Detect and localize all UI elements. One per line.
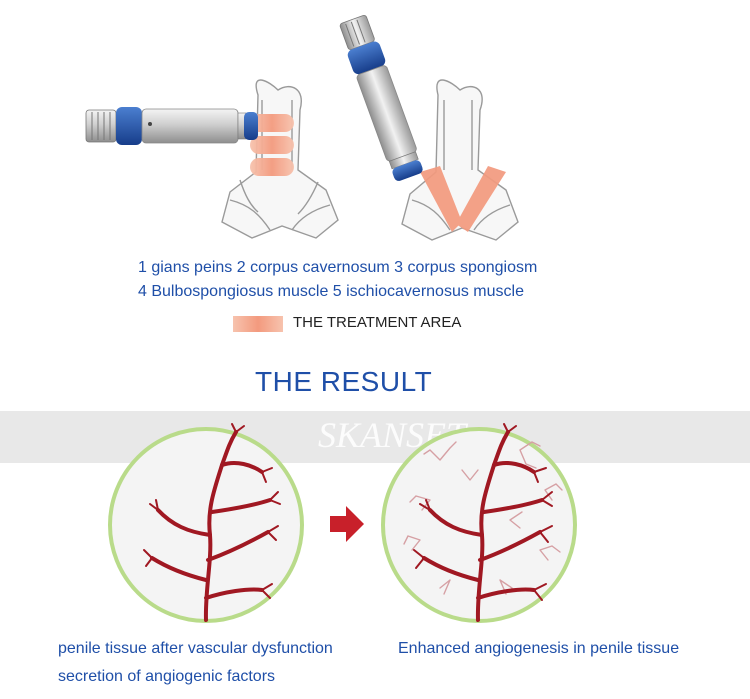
treatment-area-left — [250, 114, 294, 176]
vessel-circle-after — [381, 423, 577, 623]
legend-swatch — [233, 316, 283, 332]
treatment-illustration — [85, 14, 519, 241]
before-caption-line-1: penile tissue after vascular dysfunction — [58, 640, 333, 657]
anatomy-sketch-right — [401, 79, 519, 241]
shockwave-probe-left — [85, 107, 258, 145]
watermark-band — [0, 411, 750, 463]
anatomy-caption-line-2: 4 Bulbospongiosus muscle 5 ischiocaverno… — [138, 283, 524, 300]
anatomy-caption-line-1: 1 gians peins 2 corpus cavernosum 3 corp… — [138, 259, 538, 276]
before-caption-line-2: secretion of angiogenic factors — [58, 668, 276, 685]
arrow-icon — [330, 506, 364, 542]
after-caption: Enhanced angiogenesis in penile tissue — [398, 640, 680, 657]
treatment-area-right — [420, 166, 506, 232]
vessel-diagrams — [108, 423, 577, 623]
result-title: THE RESULT — [255, 366, 433, 397]
legend-label: THE TREATMENT AREA — [293, 314, 462, 331]
shockwave-probe-right — [339, 14, 423, 181]
vessel-circle-before — [108, 423, 304, 623]
